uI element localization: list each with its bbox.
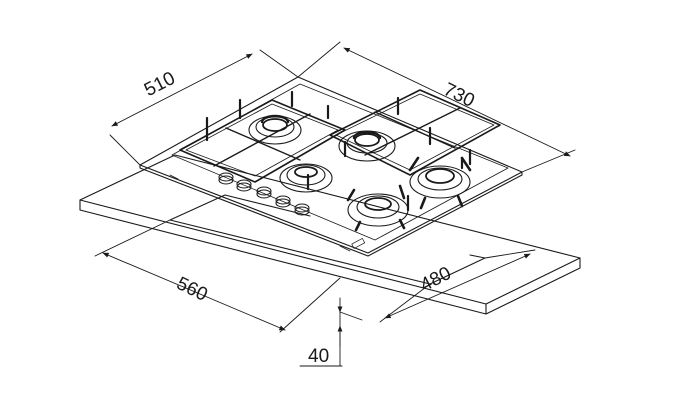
burner-back-left	[248, 114, 302, 145]
countertop	[79, 154, 581, 315]
dimension-510	[109, 49, 299, 166]
knob-4	[275, 195, 291, 208]
dimension-480	[379, 249, 536, 323]
control-knobs	[218, 172, 310, 216]
burner-wok	[408, 156, 472, 210]
knob-2	[236, 179, 252, 192]
knob-5	[294, 203, 310, 216]
knob-1	[218, 172, 234, 185]
burners	[248, 114, 472, 232]
dimension-730	[297, 41, 576, 173]
burner-middle	[279, 163, 333, 193]
label-40: 40	[308, 346, 330, 367]
dimension-560	[94, 219, 341, 333]
dimension-40	[299, 297, 363, 367]
burner-front	[346, 184, 409, 232]
knob-3	[256, 186, 272, 199]
burner-back-right	[338, 130, 396, 162]
